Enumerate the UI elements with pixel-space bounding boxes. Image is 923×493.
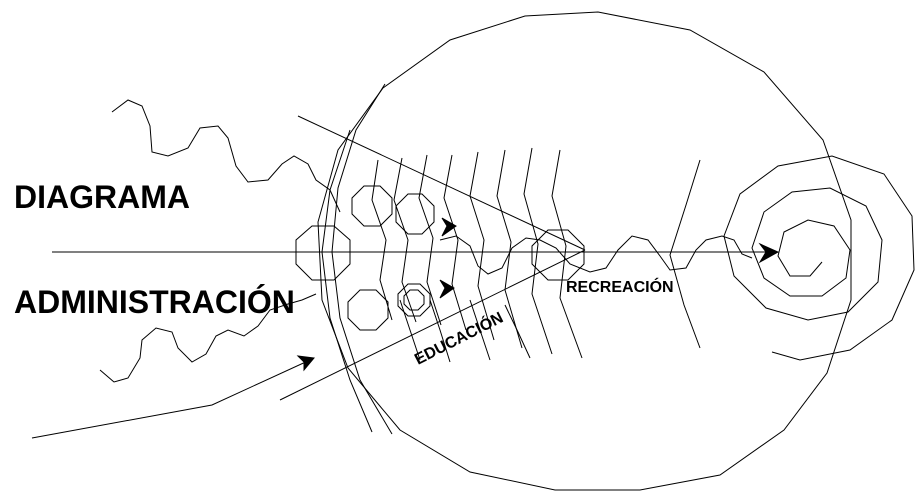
wavy-line-8 (551, 149, 583, 359)
octagon-left-large (295, 225, 351, 281)
wavy-line-1 (371, 159, 393, 321)
wavy-line-4 (443, 154, 467, 331)
wavy-line-9 (669, 159, 701, 349)
arrowhead-axis (758, 242, 780, 264)
lower-line-1 (399, 299, 421, 361)
upper-left-wave (111, 99, 341, 213)
lower-line-3 (469, 299, 491, 361)
octagon-lower-2-inner (403, 289, 425, 311)
left-arc-inner (321, 129, 373, 433)
octagon-lower-1 (347, 289, 389, 331)
wavy-line-7 (523, 147, 553, 355)
wavy-line-6 (496, 149, 523, 349)
octagon-center (531, 229, 585, 281)
octagon-upper-2 (395, 193, 435, 235)
lower-line-2 (429, 299, 451, 363)
lower-entry-line (31, 359, 311, 439)
title-line-2: ADMINISTRACIÓN (14, 284, 295, 320)
arrowhead-lower-entry (296, 355, 315, 372)
spiral (723, 155, 915, 361)
label-recreacion: RECREACIÓN (566, 277, 674, 296)
diagonal-top-line (297, 115, 586, 251)
octagon-lower-2 (397, 283, 431, 317)
arrowhead-upper-2 (439, 279, 455, 299)
large-circle (317, 11, 852, 491)
arrowhead-upper-1 (441, 217, 457, 237)
wavy-line-3 (418, 154, 442, 326)
wavy-line-2 (393, 157, 417, 323)
axis-wave (439, 235, 753, 275)
lower-line-4 (504, 304, 531, 359)
title-line-1: DIAGRAMA (14, 179, 190, 215)
lower-left-wave (99, 293, 317, 383)
octagon-upper-1 (351, 185, 393, 227)
wavy-line-5 (469, 151, 495, 341)
label-educacion: EDUCACIÓN (411, 308, 506, 369)
diagonal-bottom-line (279, 249, 586, 401)
